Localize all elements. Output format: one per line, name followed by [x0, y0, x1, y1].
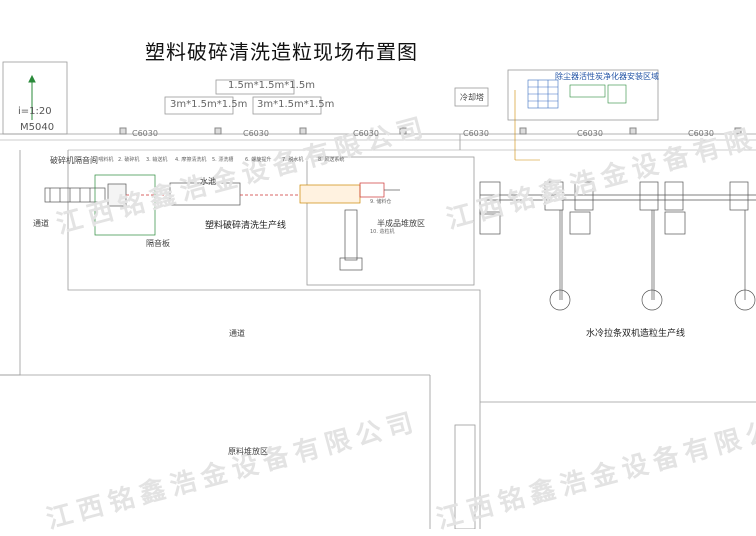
dust-area-box	[507, 69, 659, 121]
pelletizing-lines	[479, 181, 756, 311]
washing-line-label: 塑料破碎清洗生产线	[205, 221, 287, 231]
dim-1: 1.5m*1.5m*1.5m	[228, 80, 315, 91]
step-2: 2. 破碎机	[118, 157, 140, 163]
semi-storage-label: 半成品堆放区	[377, 219, 425, 228]
step-7: 7. 脱水机	[282, 157, 304, 163]
door-code: M5040	[20, 122, 55, 133]
washing-area-boundary	[67, 150, 481, 300]
page-title: 塑料破碎清洗造粒现场布置图	[145, 40, 418, 64]
cooling-tower-label: 冷却塔	[460, 93, 484, 102]
column-1: C6030	[132, 129, 158, 138]
road-label-2: 通道	[229, 329, 245, 338]
step-1: 1. 喂料机	[92, 157, 114, 163]
step-10: 10. 造粒机	[370, 229, 395, 235]
crusher-room-label: 破碎机隔音间	[50, 156, 98, 165]
column-5: C6030	[577, 129, 603, 138]
column-6: C6030	[688, 129, 714, 138]
step-6: 6. 螺旋提升	[245, 157, 272, 163]
column-4: C6030	[463, 129, 489, 138]
road-label-1: 通道	[33, 219, 49, 228]
semi-product-room	[306, 156, 475, 286]
soundproof-label: 隔音板	[146, 239, 170, 248]
column-3: C6030	[353, 129, 379, 138]
pool-label: 水池	[200, 177, 216, 186]
dust-area-label: 除尘器活性炭净化器安装区域	[555, 72, 659, 81]
ramp-arrow	[28, 74, 36, 120]
dust-equipment	[514, 79, 627, 161]
step-8: 8. 风送系统	[318, 157, 345, 163]
dim-3: 3m*1.5m*1.5m	[257, 99, 335, 110]
step-9: 9. 储料仓	[370, 199, 392, 205]
left-wall	[0, 150, 21, 376]
step-4: 4. 摩擦清洗机	[175, 157, 207, 163]
pelletizing-line-label: 水冷拉条双机造粒生产线	[586, 329, 686, 339]
step-5: 5. 漂洗槽	[212, 157, 234, 163]
step-3: 3. 输送机	[146, 157, 168, 163]
dim-2: 3m*1.5m*1.5m	[170, 99, 248, 110]
raw-storage-label: 原料堆放区	[228, 447, 268, 456]
washing-line-equipment	[44, 174, 400, 271]
column-2: C6030	[243, 129, 269, 138]
ramp-slope: i=1:20	[18, 106, 52, 117]
cooling-tower-box	[454, 87, 489, 107]
